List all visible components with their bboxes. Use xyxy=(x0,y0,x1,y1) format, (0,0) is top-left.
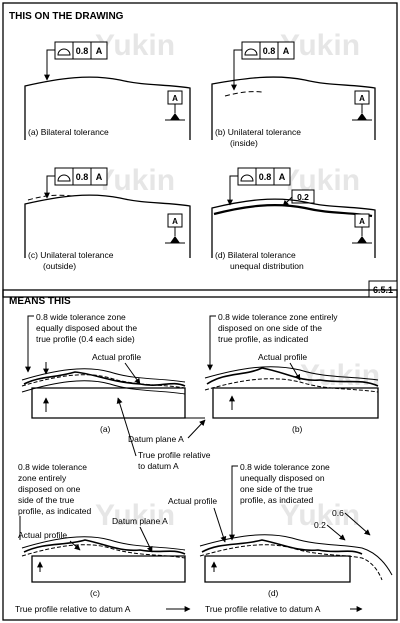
svg-text:0.6: 0.6 xyxy=(332,508,344,518)
feature-control-frame: 0.8 A xyxy=(54,41,108,60)
panel-caption: (b) Unilateral tolerance xyxy=(215,127,301,137)
watermark: Yukin xyxy=(280,499,360,532)
svg-text:true profile, as indicated: true profile, as indicated xyxy=(218,334,309,344)
top-heading: THIS ON THE DRAWING xyxy=(9,11,124,22)
svg-text:profile, as indicated: profile, as indicated xyxy=(18,506,92,516)
result-d: 0.8 wide tolerance zone unequally dispos… xyxy=(168,462,393,614)
svg-text:A: A xyxy=(283,46,290,56)
part-outline xyxy=(24,76,191,140)
svg-text:A: A xyxy=(279,172,286,182)
svg-text:true profile (0.4 each side): true profile (0.4 each side) xyxy=(36,334,135,344)
svg-text:A: A xyxy=(359,94,365,103)
svg-text:Actual profile: Actual profile xyxy=(18,530,67,540)
svg-text:(a): (a) xyxy=(100,424,111,434)
top-frame xyxy=(2,2,398,298)
feature-control-frame: 0.8 A xyxy=(237,167,291,186)
svg-text:0.8 wide tolerance zone entire: 0.8 wide tolerance zone entirely xyxy=(218,312,338,322)
watermark: Yukin xyxy=(300,359,380,392)
dimension-value: 0.2 xyxy=(297,192,309,202)
true-profile-label: True profile relative xyxy=(138,450,211,460)
feature-control-frame: 0.8 A xyxy=(54,167,108,186)
datum-a-symbol: A xyxy=(165,213,185,244)
datum-plane-label: Datum plane A xyxy=(128,434,184,444)
figure-number-box xyxy=(368,280,398,298)
datum-a-symbol: A xyxy=(165,90,185,121)
svg-text:disposed on one: disposed on one xyxy=(18,484,81,494)
watermark-group: Yukin Yukin Yukin Yukin Yukin Yukin Yuki… xyxy=(95,29,380,532)
datum-a-symbol: A xyxy=(352,90,372,121)
middle-labels: Datum plane A True profile relative to d… xyxy=(116,397,211,471)
panel-caption: (inside) xyxy=(230,138,258,148)
datum-a-symbol: A xyxy=(352,213,372,244)
result-c: 0.8 wide tolerance zone entirely dispose… xyxy=(15,462,191,614)
bottom-heading: MEANS THIS xyxy=(9,296,71,307)
svg-text:0.8: 0.8 xyxy=(259,172,272,182)
svg-text:(c): (c) xyxy=(90,588,100,598)
svg-text:Actual profile: Actual profile xyxy=(168,496,217,506)
watermark: Yukin xyxy=(95,499,175,532)
svg-text:disposed on one side of the: disposed on one side of the xyxy=(218,323,322,333)
panel-d: 0.8 A 0.2 A (d) Bilateral tolerance uneq… xyxy=(211,167,376,271)
svg-text:Datum plane A: Datum plane A xyxy=(112,516,168,526)
profile-of-surface-icon xyxy=(57,48,71,56)
panel-caption: (c) Unilateral tolerance xyxy=(28,250,114,260)
panel-caption: (d) Bilateral tolerance xyxy=(215,250,296,260)
part-outline xyxy=(24,194,191,258)
svg-text:(b): (b) xyxy=(292,424,303,434)
dimension-box xyxy=(291,189,315,204)
watermark: Yukin xyxy=(95,164,175,197)
panel-b: 0.8 A A (b) Unilateral tolerance (inside… xyxy=(211,41,376,148)
svg-text:side of the true: side of the true xyxy=(18,495,75,505)
panel-caption: (a) Bilateral tolerance xyxy=(28,127,109,137)
svg-text:Actual profile: Actual profile xyxy=(92,352,141,362)
fcf-value: 0.8 xyxy=(76,46,89,56)
panel-caption: (outside) xyxy=(43,261,76,271)
svg-text:0.8 wide tolerance zone: 0.8 wide tolerance zone xyxy=(36,312,126,322)
profile-of-surface-icon xyxy=(244,48,258,56)
svg-text:A: A xyxy=(96,172,103,182)
svg-text:equally disposed about the: equally disposed about the xyxy=(36,323,137,333)
svg-text:0.8: 0.8 xyxy=(76,172,89,182)
svg-text:0.8 wide tolerance: 0.8 wide tolerance xyxy=(18,462,87,472)
result-b: 0.8 wide tolerance zone entirely dispose… xyxy=(204,312,379,434)
svg-text:zone entirely: zone entirely xyxy=(18,473,67,483)
svg-text:unequally disposed on: unequally disposed on xyxy=(240,473,325,483)
profile-of-surface-icon xyxy=(57,174,71,182)
svg-text:0.2: 0.2 xyxy=(314,520,326,530)
svg-text:one side of the true: one side of the true xyxy=(240,484,313,494)
fcf-datum: A xyxy=(96,46,103,56)
svg-text:A: A xyxy=(172,94,178,103)
true-profile-label: to datum A xyxy=(138,461,179,471)
watermark: Yukin xyxy=(95,29,175,62)
svg-text:Actual profile: Actual profile xyxy=(258,352,307,362)
svg-text:0.8 wide tolerance zone: 0.8 wide tolerance zone xyxy=(240,462,330,472)
svg-text:True profile relative to datum: True profile relative to datum A xyxy=(205,604,321,614)
svg-text:profile, as indicated: profile, as indicated xyxy=(240,495,314,505)
svg-text:A: A xyxy=(359,217,365,226)
panel-caption: unequal distribution xyxy=(230,261,304,271)
part-outline xyxy=(211,198,376,258)
result-a: 0.8 wide tolerance zone equally disposed… xyxy=(21,312,186,434)
feature-control-frame: 0.8 A xyxy=(241,41,295,60)
bottom-frame xyxy=(2,289,398,621)
svg-text:0.8: 0.8 xyxy=(263,46,276,56)
svg-text:True profile relative to datum: True profile relative to datum A xyxy=(15,604,131,614)
svg-text:(d): (d) xyxy=(268,588,279,598)
profile-of-surface-icon xyxy=(240,174,254,182)
panel-c: 0.8 A A (c) Unilateral tolerance (outsid… xyxy=(24,167,191,271)
svg-text:A: A xyxy=(172,217,178,226)
part-outline xyxy=(211,76,376,140)
panel-a: 0.8 A A (a) Bilateral tolerance xyxy=(24,41,191,140)
